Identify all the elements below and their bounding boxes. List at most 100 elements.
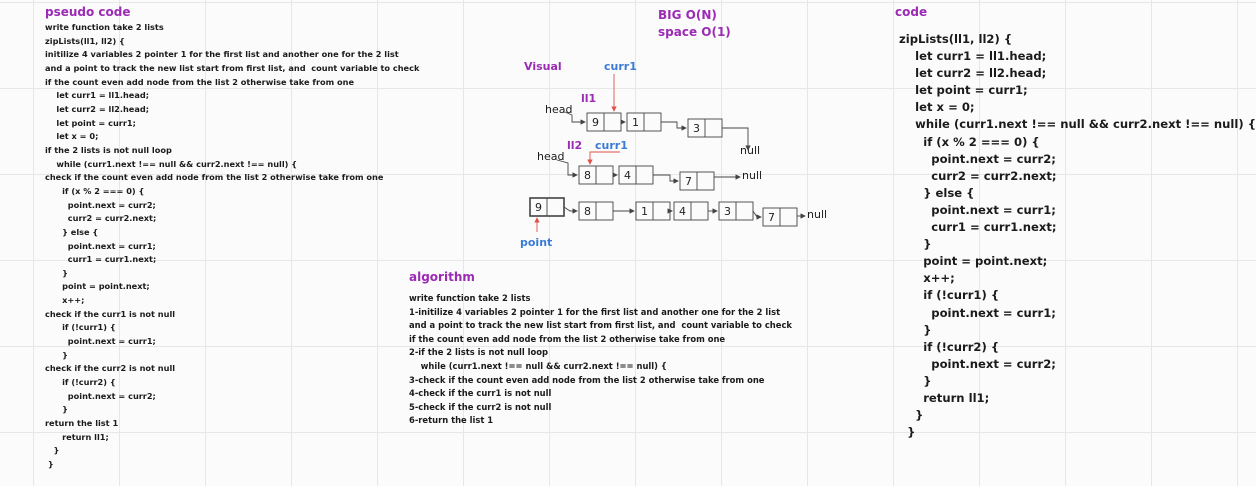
code-line: curr2 = curr2.next; (899, 168, 1057, 183)
null-label-3: null (807, 208, 828, 221)
pseudo-line: } else { (45, 226, 99, 237)
pseudo-line: initilize 4 variables 2 pointer 1 for th… (45, 49, 399, 60)
pseudo-line: } (45, 349, 68, 360)
merged-arrow-1 (563, 206, 578, 214)
pseudo-code-title: pseudo code (45, 5, 131, 19)
algorithm-block: write function take 2 lists 1-initilize 4… (409, 292, 792, 428)
merged-node-3-value: 1 (641, 205, 648, 218)
pseudo-line: check if the count even add node from th… (45, 172, 384, 183)
pseudo-line: if the 2 lists is not null loop (45, 144, 172, 155)
linked-list-diagram: 9 1 3 8 4 7 9 8 1 4 3 7 (529, 74, 806, 232)
pseudo-line: point = point.next; (45, 281, 150, 292)
pseudo-code-block: write function take 2 lists zipLists(ll1,… (45, 21, 419, 472)
list2-arrow-2 (653, 174, 679, 184)
algorithm-line: 1-initilize 4 variables 2 pointer 1 for … (409, 306, 781, 317)
list1-node-3-value: 3 (693, 122, 700, 135)
pseudo-line: point.next = curr1; (45, 336, 156, 347)
pseudo-line: if the count even add node from the list… (45, 76, 355, 87)
code-line: point = point.next; (899, 254, 1048, 269)
pseudo-line: } (45, 445, 60, 456)
merged-arrow-5 (752, 210, 762, 220)
algorithm-title: algorithm (409, 270, 475, 284)
big-o-space: space O(1) (658, 25, 731, 39)
head1-arrow (564, 111, 586, 125)
pseudo-line: curr1 = curr1.next; (45, 254, 157, 265)
algorithm-line: 3-check if the count even add node from … (409, 374, 765, 385)
algorithm-line: 6-return the list 1 (409, 415, 494, 426)
list1-null-arrow (722, 127, 751, 151)
code-line: curr1 = curr1.next; (899, 220, 1057, 235)
code-line: x++; (899, 271, 955, 286)
pseudo-line: let curr1 = ll1.head; (45, 90, 150, 101)
pseudo-line: if (!curr2) { (45, 377, 116, 388)
ll1-label: ll1 (581, 92, 597, 105)
algorithm-line: write function take 2 lists (409, 293, 531, 303)
list2-node-3-value: 7 (685, 175, 692, 188)
ll2-label: ll2 (567, 139, 583, 152)
pseudo-line: point.next = curr1; (45, 240, 156, 251)
code-line: if (!curr1) { (899, 288, 1000, 303)
pseudo-line: curr2 = curr2.next; (45, 213, 157, 224)
pseudo-line: if (!curr1) { (45, 322, 116, 333)
merged-node-1-value: 9 (535, 201, 542, 214)
merged-node-6-value: 7 (768, 211, 775, 224)
pseudo-line: x++; (45, 295, 85, 306)
curr1-label-mid: curr1 (595, 139, 628, 152)
pseudo-line: let point = curr1; (45, 117, 136, 128)
merged-node-2-value: 8 (584, 205, 591, 218)
merged-node-5-value: 3 (724, 205, 731, 218)
algorithm-line: 2-if the 2 lists is not null loop (409, 347, 549, 358)
code-line: let point = curr1; (899, 83, 1028, 98)
head-label-1: head (545, 103, 573, 116)
list1-arrow-2 (661, 121, 687, 131)
code-line: } else { (899, 185, 975, 200)
code-block: zipLists(ll1, ll2) { let curr1 = ll1.hea… (899, 31, 1256, 441)
curr1-label-top: curr1 (604, 60, 637, 73)
code-line: let curr1 = ll1.head; (899, 49, 1047, 64)
pseudo-line: } (45, 459, 54, 469)
code-line: if (!curr2) { (899, 339, 1000, 354)
merged-node-4-value: 4 (679, 205, 686, 218)
pseudo-line: } (45, 267, 68, 278)
pseudo-line: point.next = curr2; (45, 390, 156, 401)
list2-node-1-value: 8 (584, 169, 591, 182)
pseudo-line: check if the curr1 is not null (45, 308, 176, 319)
pseudo-line: check if the curr2 is not null (45, 363, 176, 374)
pseudo-line: zipLists(ll1, ll2) { (45, 35, 125, 46)
pseudo-line: write function take 2 lists (45, 22, 164, 32)
pseudo-line: and a point to track the new list start … (45, 62, 420, 73)
list2-node-2-value: 4 (624, 169, 631, 182)
code-line: return ll1; (899, 390, 990, 405)
point-label: point (520, 236, 553, 249)
pseudo-line: } (45, 404, 68, 415)
code-line: while (curr1.next !== null && curr2.next… (899, 117, 1256, 132)
code-line: point.next = curr2; (899, 356, 1056, 371)
algorithm-line: 5-check if the curr2 is not null (409, 401, 552, 412)
code-line: zipLists(ll1, ll2) { (899, 32, 1013, 46)
algorithm-line: while (curr1.next !== null && curr2.next… (409, 360, 667, 371)
code-line: point.next = curr1; (899, 202, 1056, 217)
code-title: code (895, 5, 928, 19)
visual-title: Visual (524, 60, 562, 73)
pseudo-line: if (x % 2 === 0) { (45, 185, 145, 196)
pseudo-line: return the list 1 (45, 418, 119, 429)
head2-arrow (556, 159, 578, 178)
code-line: point.next = curr2; (899, 151, 1056, 166)
code-line: } (899, 322, 932, 337)
curr1-mid-arrow (587, 151, 620, 165)
big-o-time: BIG O(N) (658, 8, 717, 22)
code-line: let curr2 = ll2.head; (899, 66, 1047, 81)
code-line: } (899, 237, 932, 252)
algorithm-line: and a point to track the new list start … (409, 320, 792, 331)
code-line: } (899, 408, 924, 423)
list1-node-2-value: 1 (632, 116, 639, 129)
pseudo-line: while (curr1.next !== null && curr2.next… (45, 158, 298, 169)
algorithm-line: 4-check if the curr1 is not null (409, 388, 552, 399)
null-label-2: null (742, 169, 763, 182)
pseudo-line: return ll1; (45, 431, 109, 442)
code-line: let x = 0; (899, 100, 975, 115)
code-line: point.next = curr1; (899, 305, 1056, 320)
pseudo-line: let x = 0; (45, 131, 99, 142)
code-line: if (x % 2 === 0) { (899, 134, 1040, 149)
list1-node-1-value: 9 (592, 116, 599, 129)
